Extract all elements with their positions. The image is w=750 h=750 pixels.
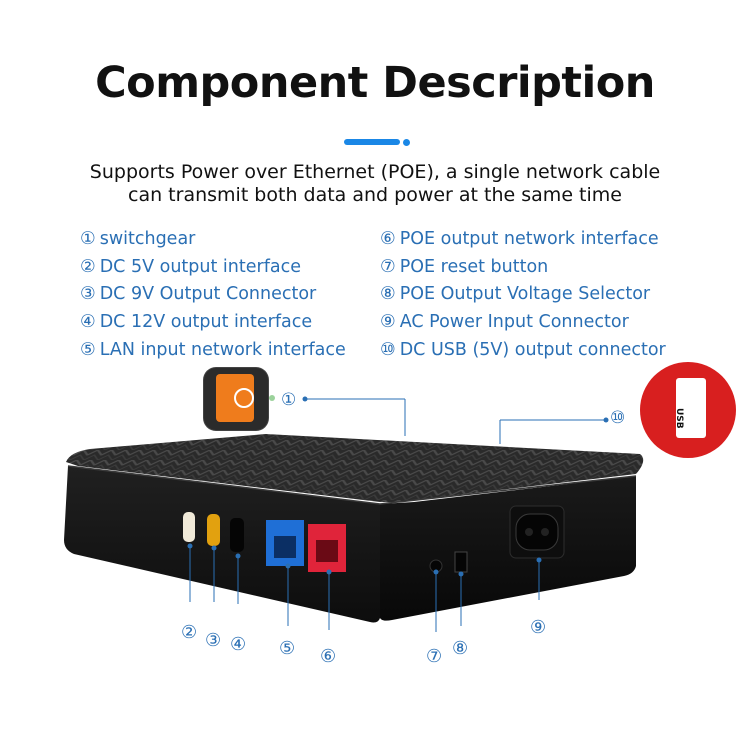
poe-port-opening: [316, 540, 338, 562]
callout-2: ②: [181, 622, 198, 643]
title-underline: [344, 139, 400, 145]
list-item-number: ⑨: [380, 312, 396, 333]
device-top-surface: [66, 434, 644, 503]
list-item-label: DC USB (5V) output connector: [399, 339, 666, 360]
list-item-number: ⑥: [380, 229, 396, 249]
callout-10: ⑩: [610, 408, 626, 428]
ac-pin: [541, 528, 549, 536]
leader-lines: [189, 398, 606, 632]
list-item-label: DC 12V output interface: [99, 312, 313, 333]
device-front-face: [64, 466, 380, 623]
switch-zoom-inset: [204, 368, 268, 430]
indicator-light: [269, 395, 275, 401]
callout-7: ⑦: [426, 646, 443, 667]
list-item-number: ③: [80, 284, 96, 305]
list-item-label: switchgear: [99, 229, 196, 249]
usb-zoom-inset: USB: [640, 362, 736, 458]
title-dot: [403, 139, 410, 146]
ac-pin: [525, 528, 533, 536]
dc-9v-port: [207, 514, 220, 546]
callout-1: ①: [281, 390, 297, 410]
list-item-label: DC 5V output interface: [99, 256, 301, 277]
callout-5: ⑤: [279, 638, 296, 659]
leader-dots: [187, 396, 609, 577]
list-item-number: ⑩: [380, 339, 396, 360]
list-item-number: ④: [80, 312, 96, 333]
callout-4: ④: [230, 634, 247, 655]
callout-6: ⑥: [320, 646, 337, 667]
callout-9: ⑨: [530, 617, 547, 638]
device-side-face: [380, 476, 636, 621]
lan-port-opening: [274, 536, 296, 558]
list-item-number: ②: [80, 256, 96, 277]
list-item-number: ⑦: [380, 256, 396, 277]
ac-input-socket: [515, 513, 559, 551]
list-item-label: POE Output Voltage Selector: [399, 284, 651, 305]
dc-5v-port: [183, 512, 195, 542]
subtitle-line-1: Supports Power over Ethernet (POE), a si…: [89, 161, 661, 183]
device-edge: [67, 465, 637, 505]
list-item-number: ⑤: [80, 339, 96, 360]
subtitle-line-2: can transmit both data and power at the …: [128, 184, 622, 206]
list-item-label: DC 9V Output Connector: [99, 284, 317, 305]
usb-port: [676, 378, 706, 438]
callout-8: ⑧: [452, 638, 469, 659]
dc-12v-port: [230, 518, 244, 552]
voltage-selector: [454, 551, 468, 573]
list-item-label: LAN input network interface: [99, 339, 346, 360]
list-item-label: POE reset button: [399, 256, 549, 277]
power-icon: [234, 388, 254, 408]
callout-3: ③: [205, 630, 222, 651]
usb-label: USB: [674, 408, 684, 429]
list-item-label: POE output network interface: [399, 229, 659, 249]
list-item-label: AC Power Input Connector: [399, 312, 629, 333]
list-item-number: ①: [80, 229, 96, 249]
power-switch: [216, 374, 254, 422]
list-item-number: ⑧: [380, 284, 396, 305]
page-title: Component Description: [95, 58, 655, 108]
